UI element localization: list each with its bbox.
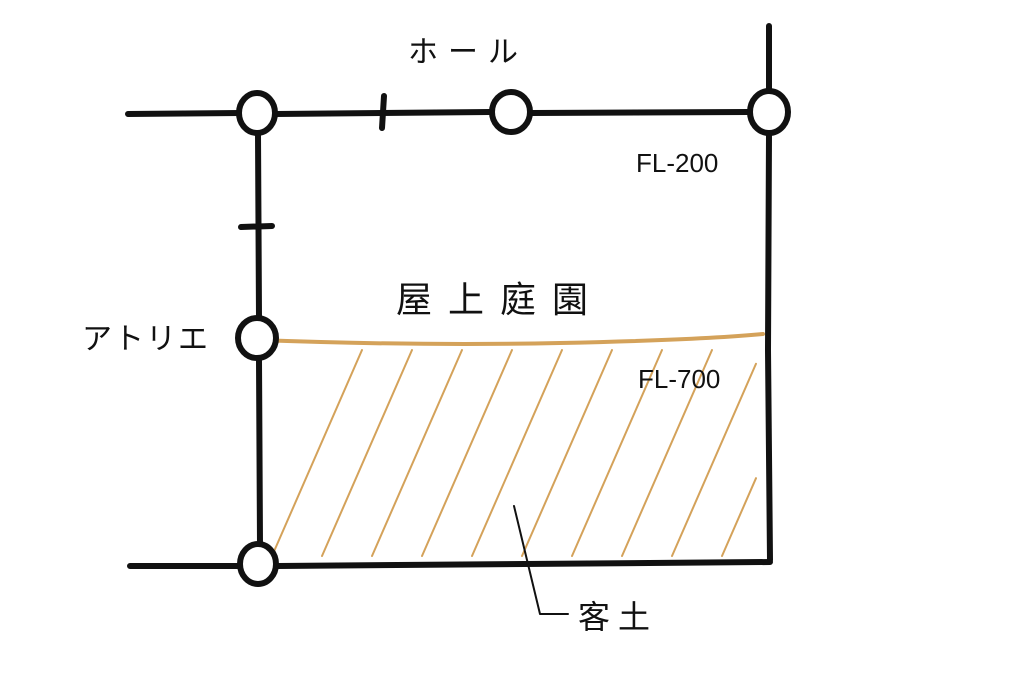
soil-surface-line xyxy=(256,332,765,346)
structure-lines xyxy=(125,23,773,569)
hall-label: ホール xyxy=(408,35,528,70)
bottom-slab-line xyxy=(127,559,773,569)
node-bottom-left xyxy=(237,541,279,587)
hatch-line xyxy=(721,477,757,557)
top-beam-line xyxy=(125,109,751,117)
node-top-middle xyxy=(489,89,533,135)
soil-hatch xyxy=(271,349,757,557)
node-top-left xyxy=(236,90,278,136)
hatch-line xyxy=(371,349,463,557)
soil-label: 客土 xyxy=(578,598,658,636)
roof-garden-label: 屋上庭園 xyxy=(396,280,604,321)
nodes xyxy=(235,88,791,587)
hatch-line xyxy=(421,349,513,557)
node-left-middle xyxy=(235,315,279,361)
hatch-line xyxy=(471,349,563,557)
hatch-line xyxy=(571,349,663,557)
right-wall-line xyxy=(765,23,773,563)
node-top-right xyxy=(747,88,791,136)
hatch-line xyxy=(621,349,713,557)
fl-lower-label: FL-700 xyxy=(638,364,720,394)
hatch-line xyxy=(321,349,413,557)
soil-leader-line xyxy=(513,505,569,615)
top-tick-mark xyxy=(379,93,387,131)
fl-upper-label: FL-200 xyxy=(636,148,718,178)
atelier-label: アトリエ xyxy=(82,322,210,357)
hatch-line xyxy=(671,362,757,557)
hatch-line xyxy=(271,349,363,557)
left-tick-mark xyxy=(238,223,275,230)
hatch-line xyxy=(521,349,613,557)
